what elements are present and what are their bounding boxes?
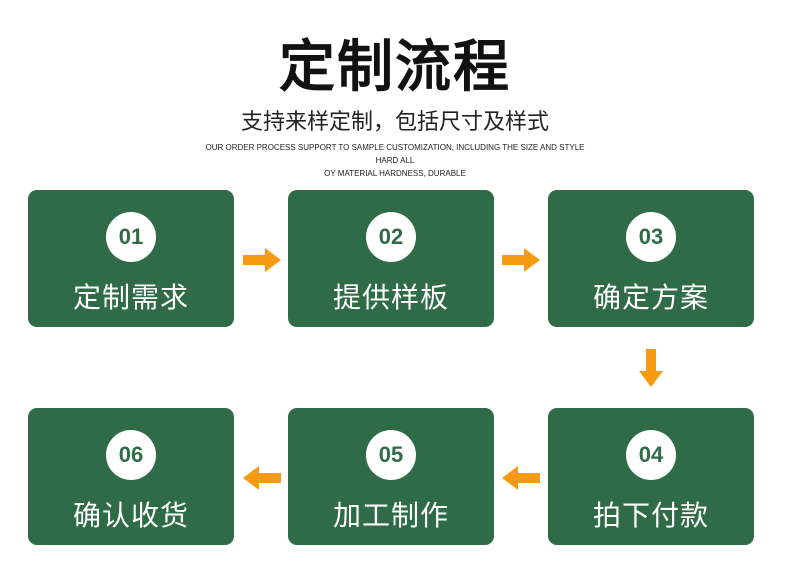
step-number-badge: 05: [366, 430, 416, 480]
arrow-right-icon: [243, 248, 281, 272]
english-line-1: OUR ORDER PROCESS SUPPORT TO SAMPLE CUST…: [205, 143, 585, 165]
step-card-01: 01 定制需求: [28, 190, 234, 327]
english-description: OUR ORDER PROCESS SUPPORT TO SAMPLE CUST…: [195, 141, 595, 180]
step-label: 加工制作: [332, 499, 449, 532]
english-line-2: OY MATERIAL HARDNESS, DURABLE: [324, 169, 466, 178]
arrow-left-icon: [243, 466, 281, 490]
step-label: 确定方案: [592, 281, 709, 314]
step-label: 拍下付款: [592, 499, 709, 532]
step-number-badge: 06: [106, 430, 156, 480]
step-number-badge: 03: [626, 212, 676, 262]
step-number-badge: 01: [106, 212, 156, 262]
step-card-06: 06 确认收货: [28, 408, 234, 545]
step-label: 确认收货: [72, 499, 189, 532]
step-label: 提供样板: [332, 281, 449, 314]
arrow-left-icon: [502, 466, 540, 490]
arrow-right-icon: [502, 248, 540, 272]
step-label: 定制需求: [72, 281, 189, 314]
step-number-badge: 02: [366, 212, 416, 262]
step-card-03: 03 确定方案: [548, 190, 754, 327]
page-title: 定制流程: [279, 35, 511, 100]
step-number-badge: 04: [626, 430, 676, 480]
page-subtitle: 支持来样定制，包括尺寸及样式: [240, 110, 549, 135]
step-card-02: 02 提供样板: [288, 190, 494, 327]
arrow-down-icon: [639, 349, 663, 387]
step-card-05: 05 加工制作: [288, 408, 494, 545]
step-card-04: 04 拍下付款: [548, 408, 754, 545]
